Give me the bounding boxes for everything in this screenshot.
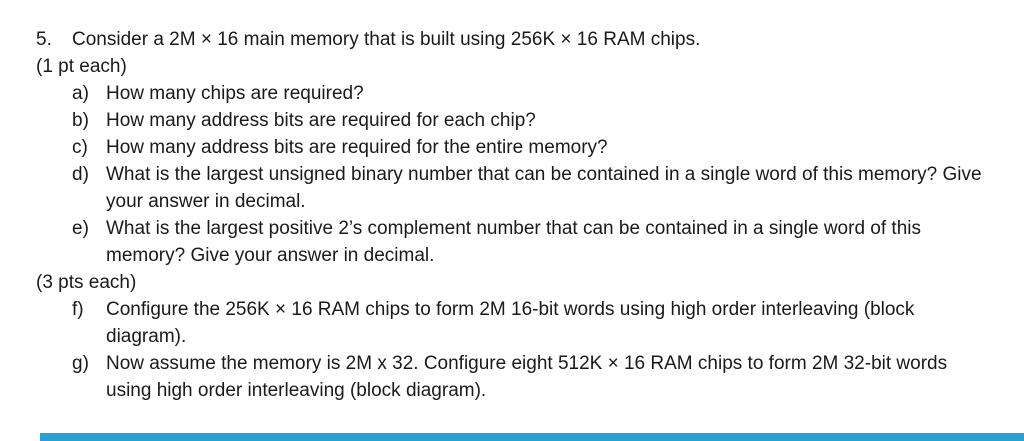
item-label: f) — [72, 299, 84, 320]
item-label: a) — [72, 83, 89, 104]
item-label: g) — [72, 353, 89, 374]
question-number: 5. — [36, 29, 52, 50]
list-item-d: d) What is the largest unsigned binary n… — [72, 161, 996, 215]
item-text: What is the largest positive 2’s complem… — [106, 218, 921, 266]
item-text: How many chips are required? — [106, 83, 364, 104]
list-item-e: e) What is the largest positive 2’s comp… — [72, 215, 996, 269]
item-text: Now assume the memory is 2M x 32. Config… — [106, 353, 948, 401]
section-header-1pt: (1 pt each) — [36, 56, 127, 77]
question-line: 5. Consider a 2M × 16 main memory that i… — [36, 26, 996, 53]
item-text: How many address bits are required for t… — [106, 137, 608, 158]
item-label: b) — [72, 110, 89, 131]
list-item-b: b) How many address bits are required fo… — [72, 107, 996, 134]
item-text: Configure the 256K × 16 RAM chips to for… — [106, 299, 915, 347]
section-header-3pts: (3 pts each) — [36, 272, 137, 293]
item-label: e) — [72, 218, 89, 239]
item-label: c) — [72, 137, 88, 158]
list-item-c: c) How many address bits are required fo… — [72, 134, 996, 161]
list-item-g: g) Now assume the memory is 2M x 32. Con… — [72, 350, 996, 404]
bottom-divider-bar — [40, 433, 1024, 441]
list-item-a: a) How many chips are required? — [72, 80, 996, 107]
item-text: What is the largest unsigned binary numb… — [106, 164, 982, 212]
question-intro: Consider a 2M × 16 main memory that is b… — [72, 29, 701, 50]
list-item-f: f) Configure the 256K × 16 RAM chips to … — [72, 296, 996, 350]
item-label: d) — [72, 164, 89, 185]
item-text: How many address bits are required for e… — [106, 110, 536, 131]
